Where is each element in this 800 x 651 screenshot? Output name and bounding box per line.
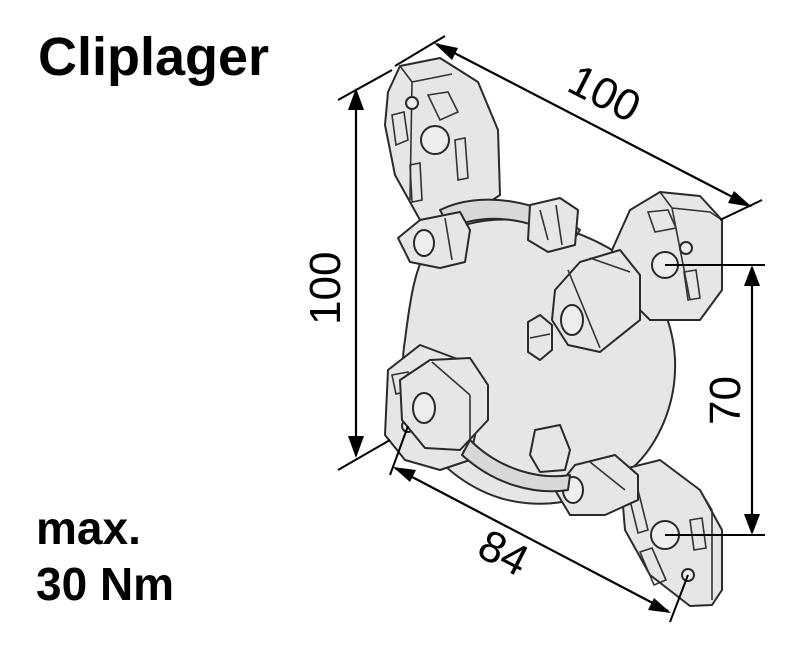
arrow-head xyxy=(744,265,760,286)
dimension-label-left: 100 xyxy=(301,252,350,325)
product-title: Cliplager xyxy=(38,27,270,87)
arrow-head xyxy=(728,191,752,207)
torque-label: max. xyxy=(36,502,141,554)
arrow-head xyxy=(393,467,416,482)
clip-lower-left xyxy=(399,357,489,451)
torque-rating: max. 30 Nm xyxy=(36,500,174,612)
dimension-label-bottom: 84 xyxy=(470,520,536,586)
arrow-head xyxy=(434,43,458,60)
arrow-head xyxy=(348,436,364,458)
torque-value: 30 Nm xyxy=(36,558,175,611)
block-bottom xyxy=(529,424,571,473)
dimension-label-right: 70 xyxy=(701,376,750,425)
arrow-head xyxy=(648,598,671,613)
arrow-head xyxy=(348,88,364,110)
strap-bottom xyxy=(461,439,571,493)
arrow-head xyxy=(744,514,760,535)
clip-bearing-part xyxy=(384,57,723,607)
center-hub xyxy=(527,314,553,361)
block-top xyxy=(527,197,579,253)
dimension-label-top: 100 xyxy=(560,55,648,132)
dimension-lines: 100 100 70 84 xyxy=(301,35,765,623)
